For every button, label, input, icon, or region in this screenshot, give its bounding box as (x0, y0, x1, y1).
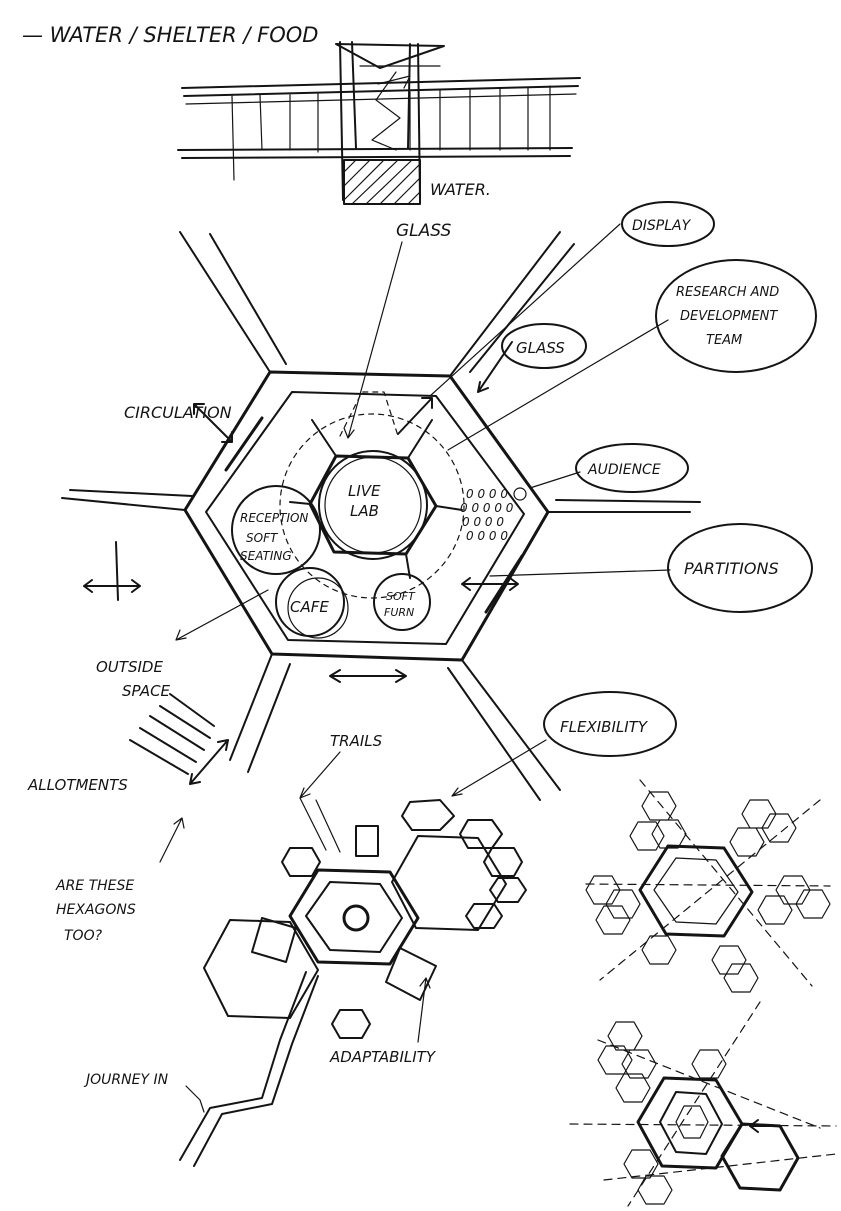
partitions-label: PARTITIONS (684, 559, 779, 578)
hexagon-cluster-sketch: FLEXIBILITY TRAILS ARE THESE HEXAGONS TO… (55, 692, 676, 1166)
question-label-2: HEXAGONS (56, 902, 136, 918)
water-label: WATER. (430, 180, 491, 199)
main-hexagon-plan: LIVE LAB 0 0 0 0 0 0 0 0 0 0 0 0 0 0 0 0… (62, 224, 700, 800)
allotments-label: ALLOTMENTS (27, 776, 128, 794)
cafe-label: CAFE (290, 598, 329, 616)
soft-furn-label-1: SOFT (386, 590, 416, 603)
svg-text:0 0 0 0: 0 0 0 0 (466, 529, 508, 543)
pattern-sketch-lower (570, 1002, 836, 1206)
soft-seating-label-2: SEATING (240, 549, 292, 563)
journey-in-label: JOURNEY IN (83, 1072, 169, 1088)
sketch-title: — WATER / SHELTER / FOOD (22, 23, 318, 47)
question-label-1: ARE THESE (55, 878, 134, 894)
section-elevation-sketch: — WATER / SHELTER / FOOD WATER. (22, 23, 580, 204)
reception-label: RECEPTION (240, 511, 308, 525)
plan-annotations: GLASS DISPLAY RESEARCH AND DEVELOPMENT T… (27, 202, 816, 794)
research-label-1: RESEARCH AND (676, 285, 779, 300)
audience-label: AUDIENCE (587, 462, 661, 478)
live-lab-label-line2: LAB (350, 502, 379, 520)
research-label-3: TEAM (706, 333, 742, 348)
display-label: DISPLAY (632, 218, 692, 234)
flexibility-label: FLEXIBILITY (560, 718, 649, 736)
circulation-label: CIRCULATION (124, 403, 232, 422)
pattern-sketch-upper (586, 780, 830, 992)
glass-top-label: GLASS (396, 221, 451, 241)
question-label-3: TOO? (64, 928, 103, 944)
soft-seating-label-1: SOFT (246, 531, 279, 545)
trails-label: TRAILS (330, 732, 383, 750)
outside-space-label-1: OUTSIDE (96, 658, 163, 676)
glass-right-label: GLASS (516, 339, 565, 357)
audience-seating-dots: 0 0 0 0 0 0 0 0 0 0 0 0 0 0 0 0 0 (460, 487, 526, 543)
research-label-2: DEVELOPMENT (680, 309, 778, 324)
svg-text:0 0 0 0: 0 0 0 0 (462, 515, 504, 529)
outside-space-label-2: SPACE (122, 682, 171, 700)
svg-text:0 0 0 0 0: 0 0 0 0 0 (460, 501, 514, 515)
adaptability-label: ADAPTABILITY (329, 1048, 437, 1066)
soft-furn-label-2: FURN (384, 606, 414, 619)
circulation-arrows (84, 398, 518, 784)
live-lab-label-line1: LIVE (348, 482, 381, 500)
svg-text:0 0 0 0: 0 0 0 0 (466, 487, 508, 501)
